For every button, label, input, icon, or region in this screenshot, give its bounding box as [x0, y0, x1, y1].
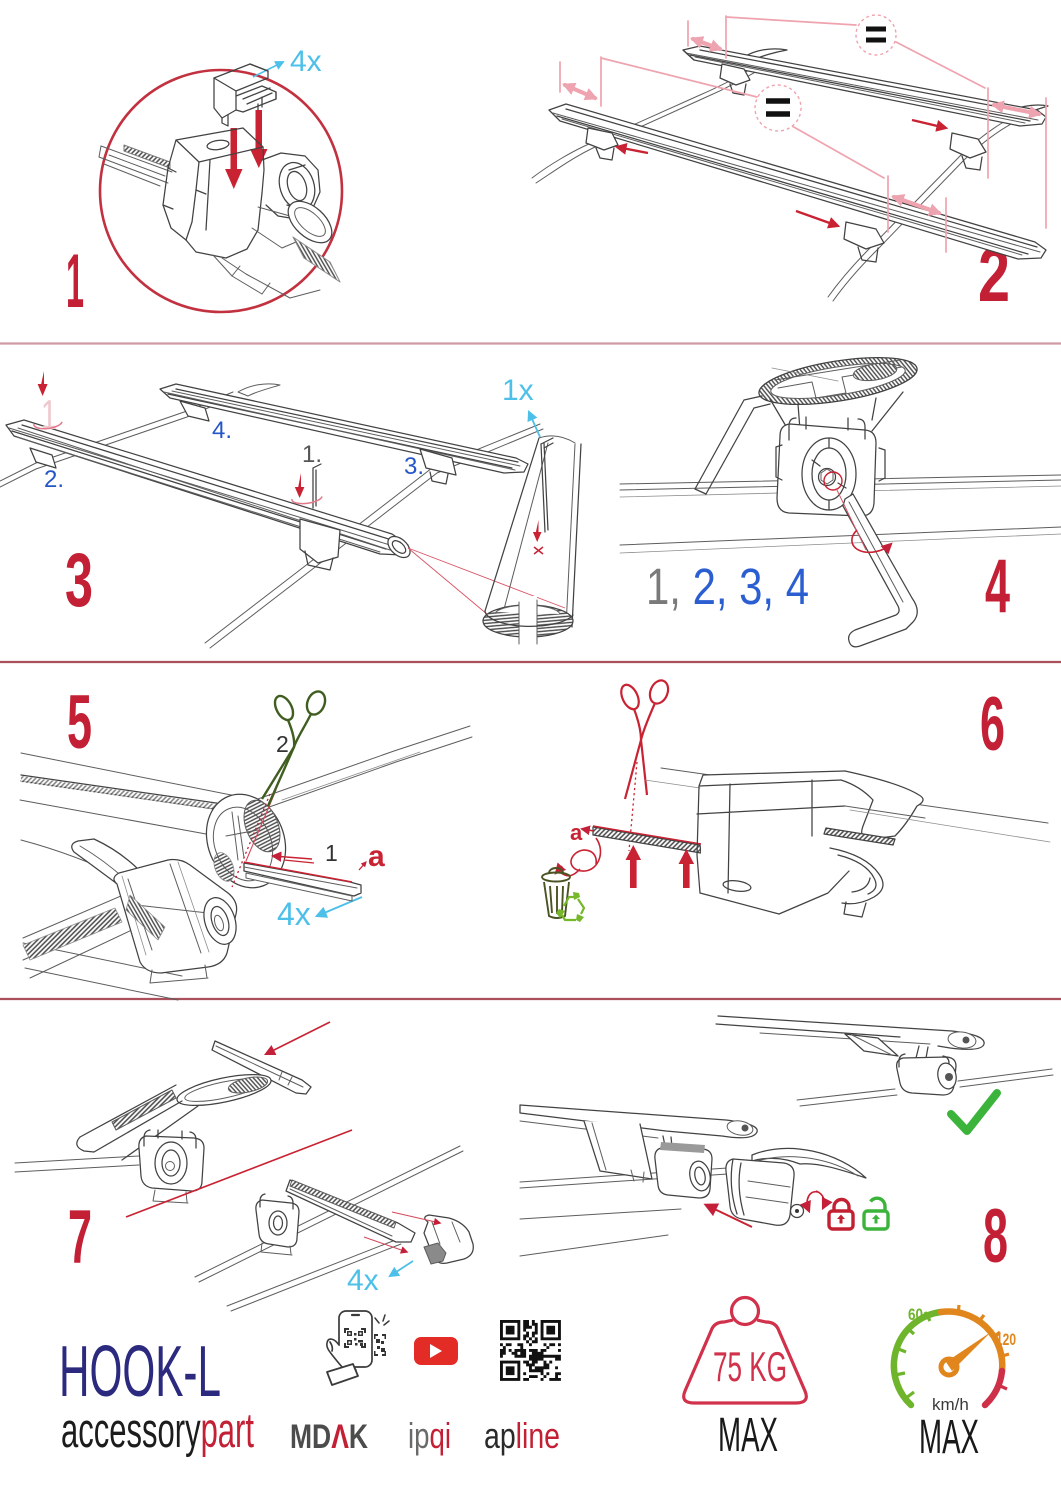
svg-text:MDΛK: MDΛK [290, 1418, 368, 1456]
svg-text:3: 3 [65, 538, 93, 623]
svg-text:km/h: km/h [932, 1395, 969, 1414]
svg-text:60: 60 [908, 1305, 923, 1324]
svg-text:1: 1 [325, 840, 338, 866]
svg-text:7: 7 [68, 1195, 92, 1280]
svg-text:4x: 4x [290, 45, 322, 78]
svg-text:4: 4 [985, 544, 1010, 629]
svg-text:apline: apline [484, 1415, 560, 1456]
svg-text:8: 8 [983, 1194, 1008, 1279]
svg-text:accessorypart: accessorypart [61, 1404, 254, 1458]
svg-text:1: 1 [66, 239, 84, 324]
svg-text:1x: 1x [502, 374, 534, 407]
svg-text:MAX: MAX [919, 1411, 979, 1464]
svg-text:a: a [368, 840, 385, 873]
svg-text:3.: 3. [404, 453, 424, 480]
svg-text:75 KG: 75 KG [713, 1343, 787, 1390]
svg-text:2: 2 [276, 731, 289, 757]
svg-text:MAX: MAX [718, 1409, 778, 1462]
svg-text:ipqi: ipqi [408, 1415, 451, 1456]
svg-text:1.: 1. [302, 441, 322, 468]
svg-text:4x: 4x [277, 896, 311, 932]
svg-text:4x: 4x [347, 1264, 379, 1297]
svg-text:1: 1 [41, 391, 57, 438]
svg-text:4.: 4. [212, 417, 232, 444]
svg-text:5: 5 [67, 680, 92, 765]
svg-text:1, 2, 3, 4: 1, 2, 3, 4 [646, 558, 809, 615]
svg-text:6: 6 [980, 682, 1005, 767]
svg-text:2.: 2. [44, 466, 64, 493]
svg-text:a: a [570, 820, 583, 845]
svg-text:120: 120 [996, 1330, 1016, 1349]
svg-text:HOOK-L: HOOK-L [59, 1332, 221, 1412]
